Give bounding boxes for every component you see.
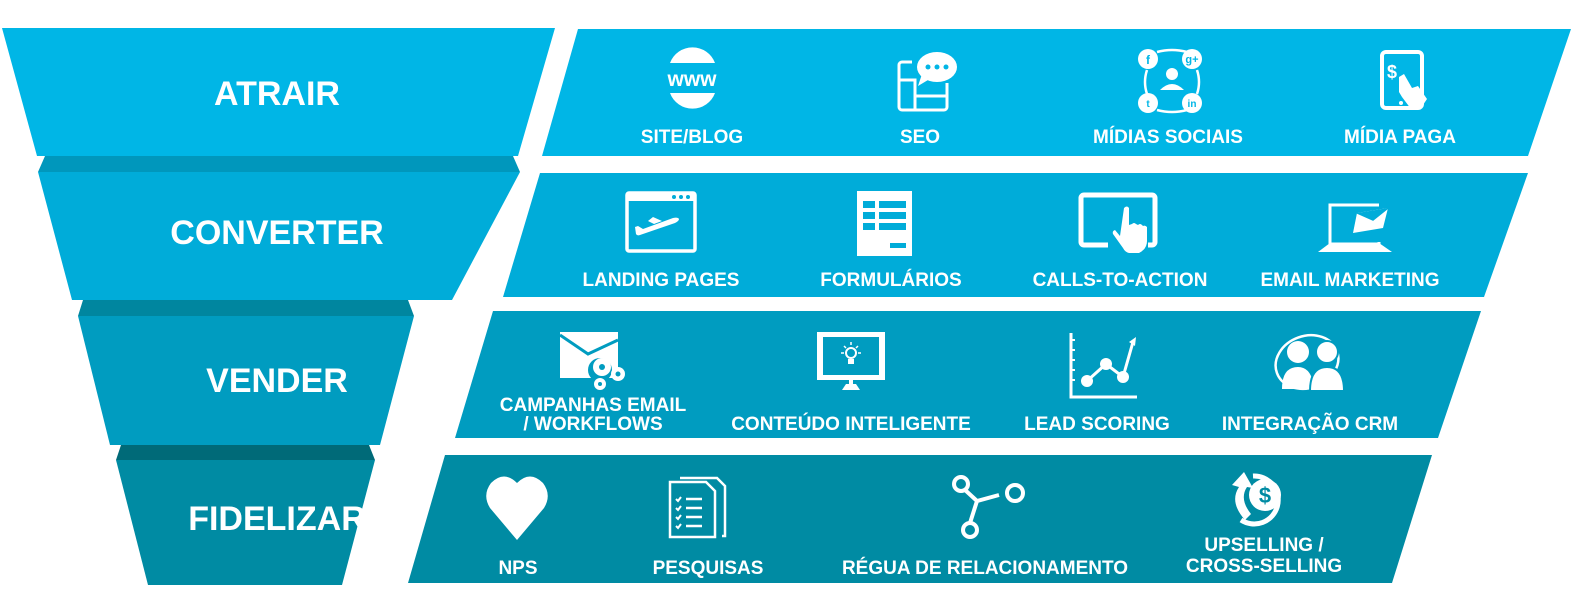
item-landing-pages: LANDING PAGES (583, 191, 740, 291)
svg-text:f: f (1146, 53, 1151, 67)
item-email-marketing: EMAIL MARKETING (1260, 203, 1440, 291)
heart-icon (486, 476, 548, 540)
paid-media-tablet-icon: $ (1380, 50, 1427, 110)
checklist-documents-icon (668, 476, 727, 539)
stage-label: VENDER (206, 362, 348, 400)
panel-converter (503, 173, 1528, 297)
item-label: RÉGUA DE RELACIONAMENTO (842, 557, 1128, 579)
funnel-connector-2 (38, 156, 520, 172)
item-label: LEAD SCORING (1024, 414, 1170, 435)
funnel-stage-vender: VENDER (78, 316, 414, 445)
panel-vender (455, 311, 1481, 438)
item-label: CONTEÚDO INTELIGENTE (731, 413, 971, 435)
item-label: MÍDIAS SOCIAIS (1093, 126, 1243, 148)
item-seo: SEO (897, 52, 957, 148)
item-label-line1: UPSELLING / (1204, 535, 1324, 556)
email-gears-icon (559, 332, 625, 390)
item-integracao-crm: INTEGRAÇÃO CRM (1222, 333, 1398, 435)
share-nodes-icon (952, 475, 1025, 539)
item-label-line1: CAMPANHAS EMAIL (500, 395, 687, 416)
panel-atrair (542, 29, 1571, 156)
svg-text:$: $ (1387, 62, 1397, 82)
item-label: INTEGRAÇÃO CRM (1222, 413, 1398, 435)
funnel-connector-3 (78, 300, 414, 316)
social-network-icon: f g+ t in (1138, 48, 1202, 114)
tablet-tap-icon (1078, 192, 1158, 253)
item-formularios: FORMULÁRIOS (820, 191, 962, 291)
dollar-cycle-icon: $ (1232, 472, 1281, 527)
item-regua-de-relacionamento: RÉGUA DE RELACIONAMENTO (842, 475, 1128, 579)
svg-text:t: t (1146, 99, 1150, 110)
laptop-email-icon (1318, 203, 1392, 252)
form-icon (857, 191, 912, 256)
funnel-stage-fidelizar: FIDELIZAR (116, 460, 375, 585)
line-chart-icon (1069, 333, 1137, 399)
item-nps: NPS (486, 476, 548, 579)
item-midia-paga: $ MÍDIA PAGA (1344, 50, 1456, 148)
item-calls-to-action: CALLS-TO-ACTION (1033, 192, 1208, 291)
funnel-stage-converter: CONVERTER (38, 172, 520, 300)
item-label: EMAIL MARKETING (1260, 270, 1439, 291)
users-orbit-icon (1274, 333, 1346, 392)
item-midias-sociais: f g+ t in MÍDIAS SOCIAIS (1093, 48, 1243, 148)
item-label: PESQUISAS (653, 558, 764, 579)
stage-label: FIDELIZAR (188, 500, 366, 538)
item-label: FORMULÁRIOS (820, 269, 961, 291)
browser-airplane-icon (625, 191, 697, 253)
svg-text:$: $ (1259, 483, 1271, 508)
stage-label: ATRAIR (214, 75, 340, 113)
item-label: CALLS-TO-ACTION (1033, 270, 1208, 291)
svg-text:www: www (666, 68, 717, 91)
item-label: SITE/BLOG (641, 127, 743, 148)
item-upselling-cross-selling: $ UPSELLING / CROSS-SELLING (1186, 472, 1342, 577)
item-lead-scoring: LEAD SCORING (1024, 333, 1170, 435)
item-pesquisas: PESQUISAS (653, 476, 764, 579)
globe-www-icon: www (666, 47, 717, 109)
monitor-lightbulb-icon (817, 332, 885, 390)
seo-page-chat-icon (897, 52, 957, 112)
funnel-connector-4 (116, 445, 375, 460)
funnel-stage-atrair: ATRAIR (2, 28, 555, 156)
item-label-line2: / WORKFLOWS (523, 414, 662, 435)
item-label: SEO (900, 127, 940, 148)
item-site-blog: www SITE/BLOG (641, 47, 743, 148)
stage-label: CONVERTER (170, 214, 383, 252)
item-label: LANDING PAGES (583, 270, 740, 291)
item-campanhas-email-workflows: CAMPANHAS EMAIL / WORKFLOWS (500, 332, 687, 435)
item-label-line2: CROSS-SELLING (1186, 556, 1342, 577)
panel-fidelizar (408, 455, 1432, 583)
svg-text:in: in (1188, 99, 1197, 110)
item-label: MÍDIA PAGA (1344, 126, 1456, 148)
item-conteudo-inteligente: CONTEÚDO INTELIGENTE (731, 332, 971, 435)
svg-text:g+: g+ (1185, 54, 1198, 66)
item-label: NPS (498, 558, 537, 579)
